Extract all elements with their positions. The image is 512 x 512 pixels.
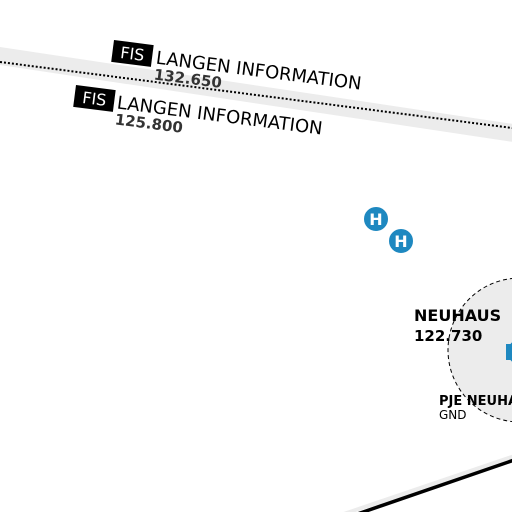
airfield-icon[interactable] xyxy=(506,341,512,363)
drop-zone-name[interactable]: PJE NEUHAUS xyxy=(439,394,512,409)
heliport-symbol: H xyxy=(369,210,382,229)
drop-zone-service: GND xyxy=(439,408,467,422)
fis-tag-text: FIS xyxy=(119,43,145,65)
heliport-icon[interactable] xyxy=(387,227,415,255)
fis-tag xyxy=(73,85,116,112)
heliport-symbol: H xyxy=(394,232,407,251)
fis-boundary-band xyxy=(0,47,512,142)
airfield-frequency: 122.730 xyxy=(414,327,482,345)
airspace-band xyxy=(343,454,512,512)
heliport-1[interactable]: H xyxy=(362,205,390,233)
airfield-name[interactable]: NEUHAUS xyxy=(414,306,501,325)
heliport-icon[interactable] xyxy=(362,205,390,233)
airspace-boundary-line xyxy=(357,458,512,512)
airfield-traffic-area[interactable] xyxy=(447,277,512,423)
fis-tag xyxy=(111,40,154,67)
fis-tag-text: FIS xyxy=(81,88,107,110)
fis-boundary-line xyxy=(0,61,512,129)
heliport-2[interactable]: H xyxy=(387,227,415,255)
